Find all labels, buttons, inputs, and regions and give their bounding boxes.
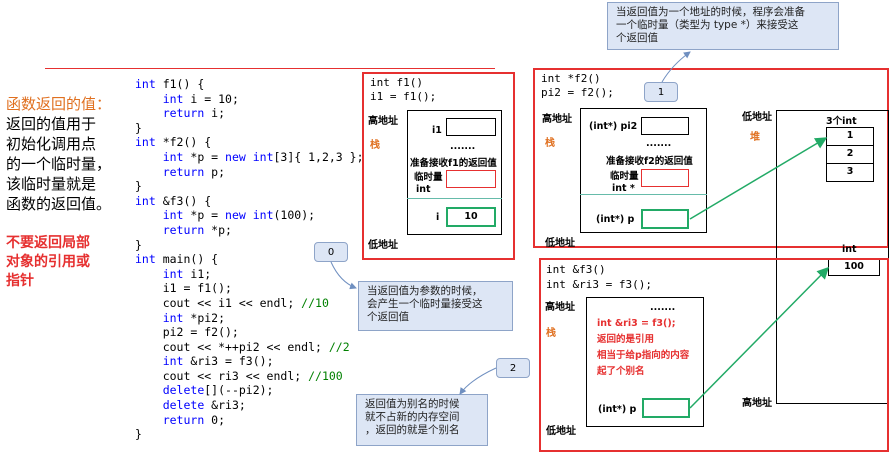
f1-low-addr: 低地址 bbox=[368, 240, 398, 251]
code-line: int *p = new int[3]{ 1,2,3 }; bbox=[162, 149, 364, 164]
heap-int-label: int bbox=[842, 244, 857, 255]
heap-array-cell: 3 bbox=[826, 163, 874, 182]
note-bubble-2: 2 bbox=[496, 358, 530, 378]
code-line: pi2 = f2(); bbox=[135, 325, 239, 340]
code-line: int *p = new int(100); bbox=[162, 208, 316, 223]
f3-stack-label: 栈 bbox=[546, 328, 556, 339]
code-line: int i = 10; bbox=[162, 91, 239, 106]
heap-array-cell: 2 bbox=[826, 145, 874, 164]
code-line: int main() { bbox=[135, 252, 219, 267]
f1-high-addr: 高地址 bbox=[368, 116, 398, 127]
code-line: cout << ri3 << endl; //100 bbox=[135, 368, 343, 383]
code-line: cout << i1 << endl; //10 bbox=[135, 295, 329, 310]
heap-label: 堆 bbox=[750, 132, 760, 143]
code-line: int f1() { bbox=[135, 77, 205, 91]
code-line: int &ri3 = f3(); bbox=[162, 354, 274, 369]
f3-p-box bbox=[642, 398, 690, 418]
f2-temp-box bbox=[641, 169, 689, 187]
code-line: delete &ri3; bbox=[162, 398, 246, 413]
heap-array-cell: 1 bbox=[826, 127, 874, 146]
code-line: delete[](--pi2); bbox=[162, 383, 274, 398]
f1-temp-label: 临时量 int bbox=[414, 172, 443, 195]
f2-low-addr: 低地址 bbox=[545, 238, 575, 249]
source-code: int f1() { int i = 10; return i;}int *f2… bbox=[135, 77, 364, 442]
left-explanation: 函数返回的值： 返回的值用于 初始化调用点 的一个临时量， 该临时量就是 函数的… bbox=[6, 94, 131, 291]
code-line: cout << *++pi2 << endl; //2 bbox=[135, 339, 350, 354]
f2-frame-divider bbox=[580, 194, 707, 195]
note-bubble-1: 1 bbox=[644, 82, 678, 102]
f3-diagram bbox=[539, 258, 889, 452]
f3-high-addr: 高地址 bbox=[545, 302, 575, 313]
code-line: } bbox=[135, 237, 142, 252]
code-line: int &f3() { bbox=[135, 193, 212, 208]
code-line: i1 = f1(); bbox=[135, 281, 232, 296]
f1-diagram bbox=[362, 72, 515, 260]
left-body: 返回的值用于 初始化调用点 的一个临时量， 该临时量就是 函数的返回值。 bbox=[6, 115, 112, 213]
f2-pi2-box bbox=[641, 117, 689, 135]
code-line: int i1; bbox=[162, 266, 212, 281]
f1-prepare: 准备接收f1的返回值 bbox=[410, 158, 497, 169]
f2-temp-label: 临时量 int * bbox=[610, 171, 639, 194]
f1-dots: ....... bbox=[450, 141, 476, 152]
f2-dots: ....... bbox=[646, 138, 672, 149]
heap-array-label: 3个int bbox=[826, 116, 857, 127]
note-1: 当返回值为一个地址的时候，程序会准备 一个临时量（类型为 type *）来接受这… bbox=[607, 2, 839, 50]
code-line: } bbox=[135, 120, 142, 135]
f2-p-label: (int*) p bbox=[596, 214, 635, 225]
f3-explain: 返回的是引用 相当于给p指向的内容 起了个别名 bbox=[597, 334, 690, 377]
code-line: return p; bbox=[162, 164, 226, 179]
f1-frame-divider bbox=[407, 198, 502, 199]
code-line: return i; bbox=[162, 106, 226, 121]
f1-i1-label: i1 bbox=[432, 125, 442, 136]
f3-stmt: int &ri3 = f3(); bbox=[597, 318, 676, 329]
heap-region bbox=[776, 110, 889, 404]
f1-temp-box bbox=[446, 170, 496, 188]
note-2: 返回值为别名的时候 就不占新的内存空间 ，返回的就是个别名 bbox=[356, 394, 488, 446]
f2-high-addr: 高地址 bbox=[542, 114, 572, 125]
heap-low-addr: 低地址 bbox=[742, 112, 772, 123]
f2-code: int *f2() pi2 = f2(); bbox=[541, 72, 614, 99]
code-line: int *pi2; bbox=[162, 310, 226, 325]
left-title: 函数返回的值： bbox=[6, 95, 112, 113]
f3-p-label: (int*) p bbox=[598, 404, 637, 415]
f3-code: int &f3() int &ri3 = f3(); bbox=[546, 263, 652, 291]
f2-stack-label: 栈 bbox=[545, 138, 555, 149]
top-divider bbox=[45, 68, 495, 69]
f1-i-label: i bbox=[436, 212, 440, 223]
f2-prepare: 准备接收f2的返回值 bbox=[606, 156, 693, 167]
code-line: return 0; bbox=[162, 412, 226, 427]
code-line: } bbox=[135, 427, 142, 442]
f3-stack-frame bbox=[586, 297, 704, 427]
f2-p-box bbox=[641, 209, 689, 229]
f2-pi2-label: (int*) pi2 bbox=[589, 121, 638, 132]
f3-dots: ....... bbox=[650, 302, 676, 313]
note-bubble-0: 0 bbox=[314, 242, 348, 262]
code-line: return *p; bbox=[162, 222, 232, 237]
f1-i1-box bbox=[446, 118, 496, 136]
note-2-connector bbox=[459, 367, 497, 395]
f1-code: int f1() i1 = f1(); bbox=[370, 76, 437, 103]
f1-i-box: 10 bbox=[446, 207, 496, 227]
f3-low-addr: 低地址 bbox=[546, 426, 576, 437]
left-warning: 不要返回局部 对象的引用或 指针 bbox=[6, 235, 90, 289]
f1-stack-label: 栈 bbox=[370, 140, 380, 151]
code-line: } bbox=[135, 179, 142, 194]
note-0: 当返回值为参数的时候， 会产生一个临时量接受这 个返回值 bbox=[358, 281, 513, 331]
code-line: int *f2() { bbox=[135, 135, 212, 150]
